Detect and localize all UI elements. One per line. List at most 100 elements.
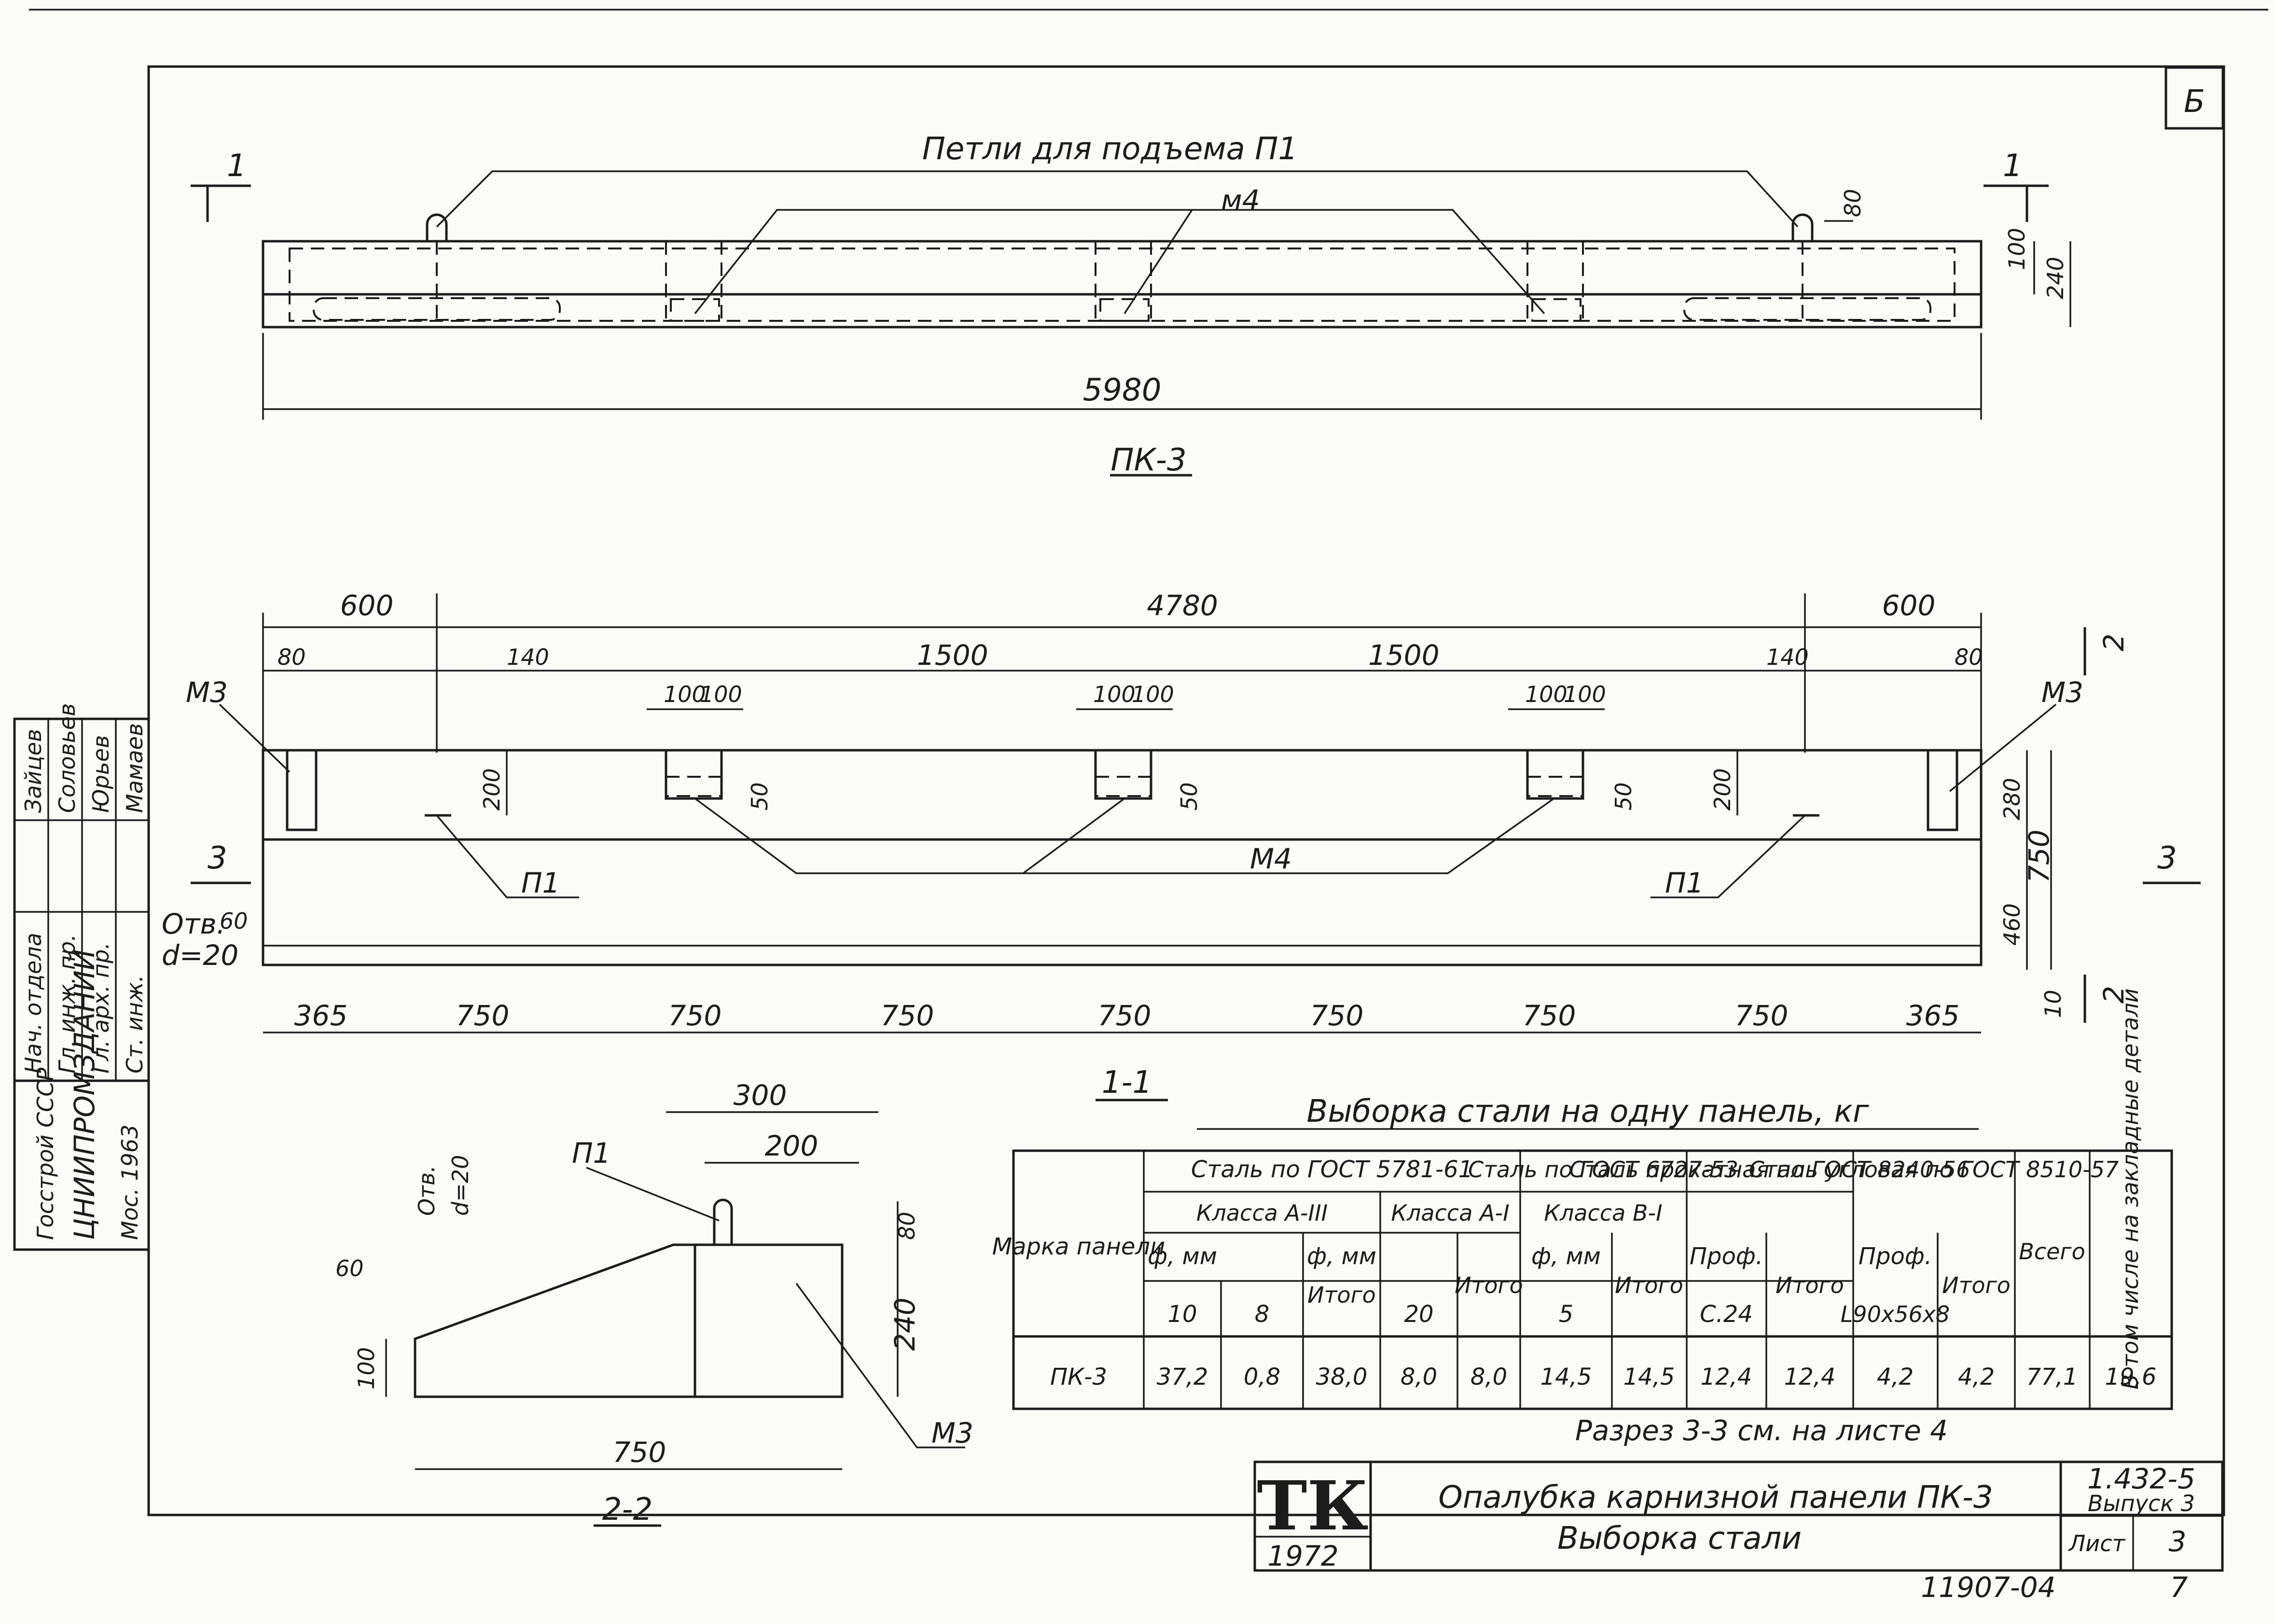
dim-200: 200: [765, 1129, 818, 1162]
inner-dim-1500-a: 1500: [917, 639, 988, 672]
embed-slot-3: [1526, 749, 1584, 800]
beam-plan-hidden-outline: [289, 248, 1956, 322]
beam-plan-outline: [262, 240, 1983, 329]
th-phi-a1: ф, мм: [1307, 1243, 1376, 1270]
pair-dim-1a: 100: [664, 681, 706, 707]
loop-right: [1791, 213, 1814, 241]
dim200-right: 200: [1709, 768, 1735, 811]
td-a3-8: 0,8: [1244, 1363, 1280, 1390]
th-itogo-8510: Итого: [1942, 1272, 2011, 1298]
td-a3-total: 38,0: [1316, 1363, 1368, 1390]
td-embedded: 19,6: [2105, 1363, 2157, 1390]
steel-table: Выборка стали на одну панель, кг Марка п…: [992, 988, 2173, 1447]
p1-label-right: П1: [1665, 867, 1704, 899]
side-role-3: Гл. арх. пр.: [88, 942, 114, 1073]
embed-hidden-1: [665, 776, 722, 797]
stamp-title-2: Выборка стали: [1557, 1521, 1802, 1556]
dim200-left: 200: [479, 768, 505, 811]
right-dim-460: 460: [1999, 903, 2025, 946]
td-mark: ПК-3: [1050, 1363, 1107, 1390]
th-d10: 10: [1167, 1301, 1197, 1328]
bottom-dim-0: 365: [294, 999, 348, 1032]
section-2-top-label: 2: [2097, 633, 2130, 651]
p1-label-left: П1: [521, 867, 560, 899]
dim-240: 240: [888, 1297, 921, 1351]
th-mark: Марка панели: [992, 1233, 1165, 1260]
top-dim-right: 600: [1882, 589, 1936, 622]
m4-leader-elev: [694, 798, 1555, 874]
p1-leader-right: [1651, 814, 1806, 898]
th-phi-b1: ф, мм: [1531, 1243, 1601, 1270]
inner-dim-140-right: 140: [1766, 644, 1809, 670]
stamp-archive-no: 11907-04: [1921, 1571, 2055, 1604]
side-org-2: ЦНИИПРОМЗДАНИЙ: [68, 950, 101, 1240]
m4-leader-elev-mid: [1022, 798, 1125, 874]
section-1-left-label: 1: [227, 148, 247, 184]
plan-m4-label: м4: [1221, 184, 1260, 217]
th-prof-8510: Проф.: [1859, 1243, 1932, 1270]
bottom-dim-5: 750: [1310, 999, 1364, 1032]
embed-plate-2: [1099, 298, 1150, 322]
embed-plate-1: [670, 298, 720, 322]
th-d8: 8: [1255, 1301, 1270, 1328]
inner-dim-1500-b: 1500: [1368, 639, 1440, 672]
corner-mark-box: [2164, 66, 2224, 130]
th-gost6727: Сталь по ГОСТ 6727-53: [1468, 1156, 1738, 1183]
th-gost8510: Сталь угловая по ГОСТ 8510-57: [1749, 1156, 2119, 1183]
m3-leader-right: [1949, 703, 2057, 792]
th-total: Всего: [2019, 1239, 2085, 1265]
embed-hidden-3: [1526, 776, 1584, 797]
corner-mark: Б: [2184, 84, 2205, 120]
th-a1: Класса А-I: [1391, 1200, 1509, 1226]
stamp-title-1: Опалубка карнизной панели ПК-3: [1438, 1480, 1993, 1515]
pair-dim-3b: 100: [1564, 681, 1606, 707]
th-angle: L90x56x8: [1841, 1301, 1950, 1327]
holes-diameter: d=20: [447, 1155, 473, 1216]
loops-leader: [436, 170, 1799, 228]
th-c24: С.24: [1700, 1301, 1753, 1328]
section-2-2: 300 200 П1 Отв. d=20 60 80 240 100 750 М…: [335, 1079, 973, 1528]
section-1-right-label: 1: [2003, 148, 2023, 184]
title-block: ТК 1972 Опалубка карнизной панели ПК-3 В…: [1253, 1460, 2224, 1604]
td-c24: 12,4: [1701, 1363, 1752, 1390]
side-org-1: Госстрой СССР: [32, 1068, 58, 1240]
bottom-dim-7: 750: [1735, 999, 1789, 1032]
plan-view: Петли для подъема П1 м4 1 1 598: [191, 131, 2071, 478]
loop-plan-right: [1683, 297, 1931, 321]
embed-plate-3: [1531, 298, 1581, 322]
th-itogo-a3: Итого: [1307, 1282, 1376, 1308]
section-title: 2-2: [602, 1492, 653, 1528]
th-a3: Класса А-III: [1196, 1200, 1328, 1226]
loops-label: Петли для подъема П1: [922, 131, 1298, 167]
side-role-4: Ст. инж.: [122, 975, 148, 1073]
side-name-3: Юрьев: [88, 735, 114, 813]
pair-dim-2b: 100: [1132, 681, 1174, 707]
bottom-dim-4: 750: [1098, 999, 1151, 1032]
right-dim-280: 280: [1999, 778, 2025, 820]
m4-label-elev: М4: [1250, 842, 1292, 875]
side-role-2: Гл. инж. пр.: [54, 934, 80, 1073]
section-3-right-label: 3: [2157, 840, 2177, 876]
bottom-dim-6: 750: [1523, 999, 1576, 1032]
td-total: 77,1: [2026, 1363, 2078, 1390]
holes-label: Отв.: [414, 1165, 440, 1216]
stamp-year: 1972: [1267, 1540, 1339, 1572]
td-a3-10: 37,2: [1157, 1363, 1208, 1390]
table-caption: Выборка стали на одну панель, кг: [1306, 1094, 1869, 1129]
side-name-2: Соловьев: [54, 703, 80, 813]
th-itogo-8240: Итого: [1776, 1272, 1844, 1298]
right-dim-750: 750: [2023, 829, 2055, 883]
td-a1-total: 8,0: [1470, 1363, 1507, 1390]
inner-dim-80-left: 80: [277, 644, 306, 670]
dim50-3: 50: [1610, 782, 1637, 811]
plan-dim-100: 100: [2004, 228, 2030, 270]
m3-label: М3: [931, 1417, 973, 1449]
plan-title: ПК-3: [1110, 442, 1186, 478]
td-8240-total: 12,4: [1784, 1363, 1836, 1390]
loop-left: [426, 213, 448, 241]
stamp-sheet-no: 3: [2169, 1525, 2187, 1558]
stamp-series: 1.432-5: [2087, 1462, 2195, 1495]
td-b1-total: 14,5: [1623, 1363, 1675, 1390]
th-b1: Класса В-I: [1544, 1200, 1662, 1226]
dim-100: 100: [353, 1347, 379, 1390]
